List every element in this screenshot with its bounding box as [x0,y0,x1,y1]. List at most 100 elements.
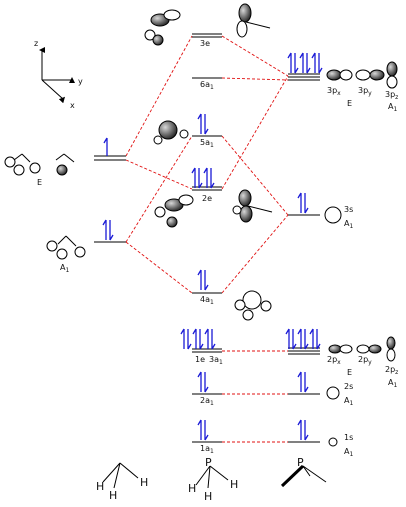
h-s-orbital-white [144,29,156,41]
h-s-orbital-white [56,248,68,260]
electron-spin-up-arrow [191,167,196,188]
bond [302,465,327,483]
electron-spin-down-arrow [204,114,209,135]
corr-line [125,135,193,243]
electron-spin-up-arrow [297,192,302,213]
ph3-atom-h: H [230,478,238,491]
corr-line [125,159,193,190]
h3-atom-h: H [140,476,148,489]
3pz-lobe-dark [386,61,398,77]
bond [245,21,271,29]
ph3-atom-h: H [188,482,196,495]
label-1s: 1s [344,433,353,442]
bond [21,153,31,163]
h-s-orbital-white [234,299,246,311]
correlation-lines-core [222,350,288,443]
h3-atom-h: H [96,480,104,493]
electron-spin-up-arrow [285,328,290,349]
h-s-orbital-white [154,206,166,218]
mo-5a1-picture [153,120,189,145]
p-atom-p: P [297,456,304,469]
bond [302,465,311,477]
ph3-atom-h: H [204,490,212,503]
h-s-orbital-dark [56,164,68,176]
electron-spin-down-arrow [199,329,204,350]
h-s-orbital-white [29,162,41,174]
h3-e-symmetry-label: E [37,178,42,187]
3px-lobe-white [339,69,353,81]
2pz-lobe-dark [386,336,396,350]
electron-spin-down-arrow [304,329,309,350]
electron-spin-up-arrow [192,328,197,349]
p-lobe-white [236,20,248,38]
p-atom-structure [280,464,327,488]
electron-spin-down-arrow [109,220,114,241]
mo-2e-pictures [154,189,273,228]
h3-atom-h: H [109,489,117,502]
h3-e-orbitals [4,153,75,176]
electron-spin-down-arrow [211,329,216,350]
2pz-lobe-white [386,348,396,362]
x-axis-label: x [70,101,75,110]
h3-a1-orbital [46,235,86,260]
h-s-orbital-white [260,300,272,312]
y-axis-label: y [78,77,83,86]
h-s-orbital-white [179,129,189,139]
correlation-lines-upper [125,35,289,294]
p-2p-orbitals [328,336,396,362]
energy-levels [94,33,320,443]
bond [195,465,211,486]
corr-line [221,214,289,294]
label-3a1: 3a1 [209,355,223,366]
h-s-orbital-white [153,135,163,145]
electron-spin-up-arrow [102,219,107,240]
corr-line [221,75,289,190]
electron-spin-down-arrow [294,53,299,74]
h-s-orbital-white [46,240,58,252]
label-2e: 2e [202,194,212,203]
electron-spin-down-arrow [204,372,209,393]
electrons [102,52,323,441]
electron-spin-down-arrow [204,420,209,441]
electron-spin-up-arrow [203,167,208,188]
h-s-orbital-white [13,164,25,176]
label-3p-sym-e: E [347,99,352,108]
label-3s-sym: A1 [344,219,353,230]
p-lobe-dark [238,3,252,23]
h-s-orbital-white [74,246,86,258]
mo-3e-pictures [144,3,271,46]
electron-spin-down-arrow [204,270,209,291]
electron-spin-down-arrow [187,329,192,350]
x-axis [41,79,66,104]
z-axis-label: z [34,39,38,48]
bond [209,465,229,481]
label-1s-sym: A1 [344,447,353,458]
label-1e: 1e [195,355,205,364]
electron-spin-up-arrow [311,52,316,73]
bond [55,153,65,161]
h-s-orbital-dark [152,34,164,46]
bond [119,462,139,479]
label-2s-sym: A1 [344,396,353,407]
2py-lobe-dark [368,344,382,354]
corr-line [125,241,193,294]
3px-lobe-dark [326,69,342,81]
h-s-orbital-white [232,205,242,215]
corr-line [221,77,289,81]
electron-spin-up-arrow [297,371,302,392]
bond [65,235,77,247]
bond [247,205,273,213]
label-2p-sym-e: E [347,368,352,377]
electron-spin-up-arrow [309,328,314,349]
bond [57,235,67,245]
electron-spin-down-arrow [210,168,215,189]
bond [13,153,23,161]
h-s-orbital-white [4,156,16,168]
electron-spin-up-arrow [204,328,209,349]
electron-spin-down-arrow [306,53,311,74]
label-3py: 3py [358,86,372,97]
label-3e: 3e [200,39,210,48]
electron-spin-down-arrow [198,168,203,189]
label-2a1: 2a1 [200,396,214,407]
